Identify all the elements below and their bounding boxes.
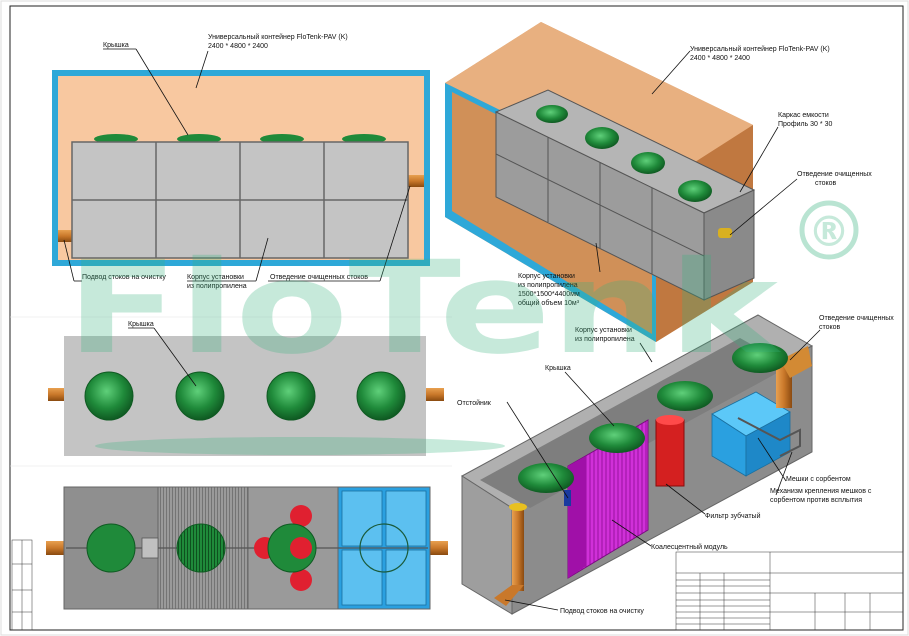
top-left-body-label: Корпус установки <box>187 274 244 281</box>
top-right-frame-label-line2: Профиль 30 * 30 <box>778 121 832 128</box>
top-right-container-title: Универсальный контейнер FloTenk-PAV (K) <box>690 45 830 53</box>
flotenk-watermark: FloTenk ® <box>66 200 859 455</box>
top-right-body-label-line4: общий объем 10м³ <box>518 299 580 307</box>
bottom-right-inlet-label: Подвод стоков на очистку <box>560 608 644 615</box>
top-right-outlet-label-line2: стоков <box>815 180 837 187</box>
title-block <box>11 539 904 631</box>
watermark-registered: ® <box>808 207 850 256</box>
bottom-right-body-label-line2: из полипропилена <box>575 336 635 343</box>
bottom-right-outlet-label: Отведение очищенных <box>819 315 894 322</box>
middle-left-lid-label: Крышка <box>128 321 154 328</box>
watermark-brand: FloTenk <box>66 234 782 383</box>
top-right-callouts <box>595 50 798 273</box>
bottom-right-body-label: Корпус установки <box>575 327 632 334</box>
bottom-right-cutaway-iso <box>461 314 814 615</box>
top-right-body-label: Корпус установки <box>518 273 575 280</box>
top-right-frame-label: Каркас емкости <box>778 112 829 119</box>
bottom-left-section-view <box>46 486 448 610</box>
bottom-right-callouts <box>504 329 821 611</box>
bottom-right-drum-filter-label: Фильтр зубчатый <box>705 512 761 520</box>
top-left-container-view <box>52 70 430 266</box>
top-right-outlet-label: Отведение очищенных <box>797 171 872 178</box>
top-left-body-label-line2: из полипропилена <box>187 283 247 290</box>
middle-left-top-view <box>48 336 444 456</box>
bottom-right-bag-mount-label-line2: сорбентом против всплытия <box>770 496 862 504</box>
top-left-container-title: Универсальный контейнер FloTenk-PAV (K) <box>208 33 348 41</box>
bottom-right-settler-label: Отстойник <box>457 399 492 407</box>
top-left-lid-label: Крышка <box>103 42 129 49</box>
bottom-right-bag-mount-label: Механизм крепления мешков с <box>770 488 872 495</box>
top-left-outlet-label: Отведение очищенных стоков <box>270 274 368 281</box>
top-left-callouts <box>63 48 411 282</box>
top-left-container-dims: 2400 * 4800 * 2400 <box>208 43 268 50</box>
top-left-inlet-label: Подвод стоков на очистку <box>82 274 166 281</box>
middle-left-callouts <box>128 327 197 387</box>
bottom-right-coalescent-label: Коалесцентный модуль <box>651 543 728 551</box>
bottom-right-sorbent-bags-label: Мешки с сорбентом <box>786 475 851 483</box>
bottom-right-lid-label: Крышка <box>545 365 571 372</box>
top-right-container-iso <box>445 22 756 342</box>
top-right-body-label-line3: 1500*1500*4400мм <box>518 291 580 298</box>
top-right-body-label-line2: из полипропилена <box>518 282 578 289</box>
top-right-container-dims: 2400 * 4800 * 2400 <box>690 55 750 62</box>
bottom-right-outlet-label-line2: стоков <box>819 324 841 331</box>
